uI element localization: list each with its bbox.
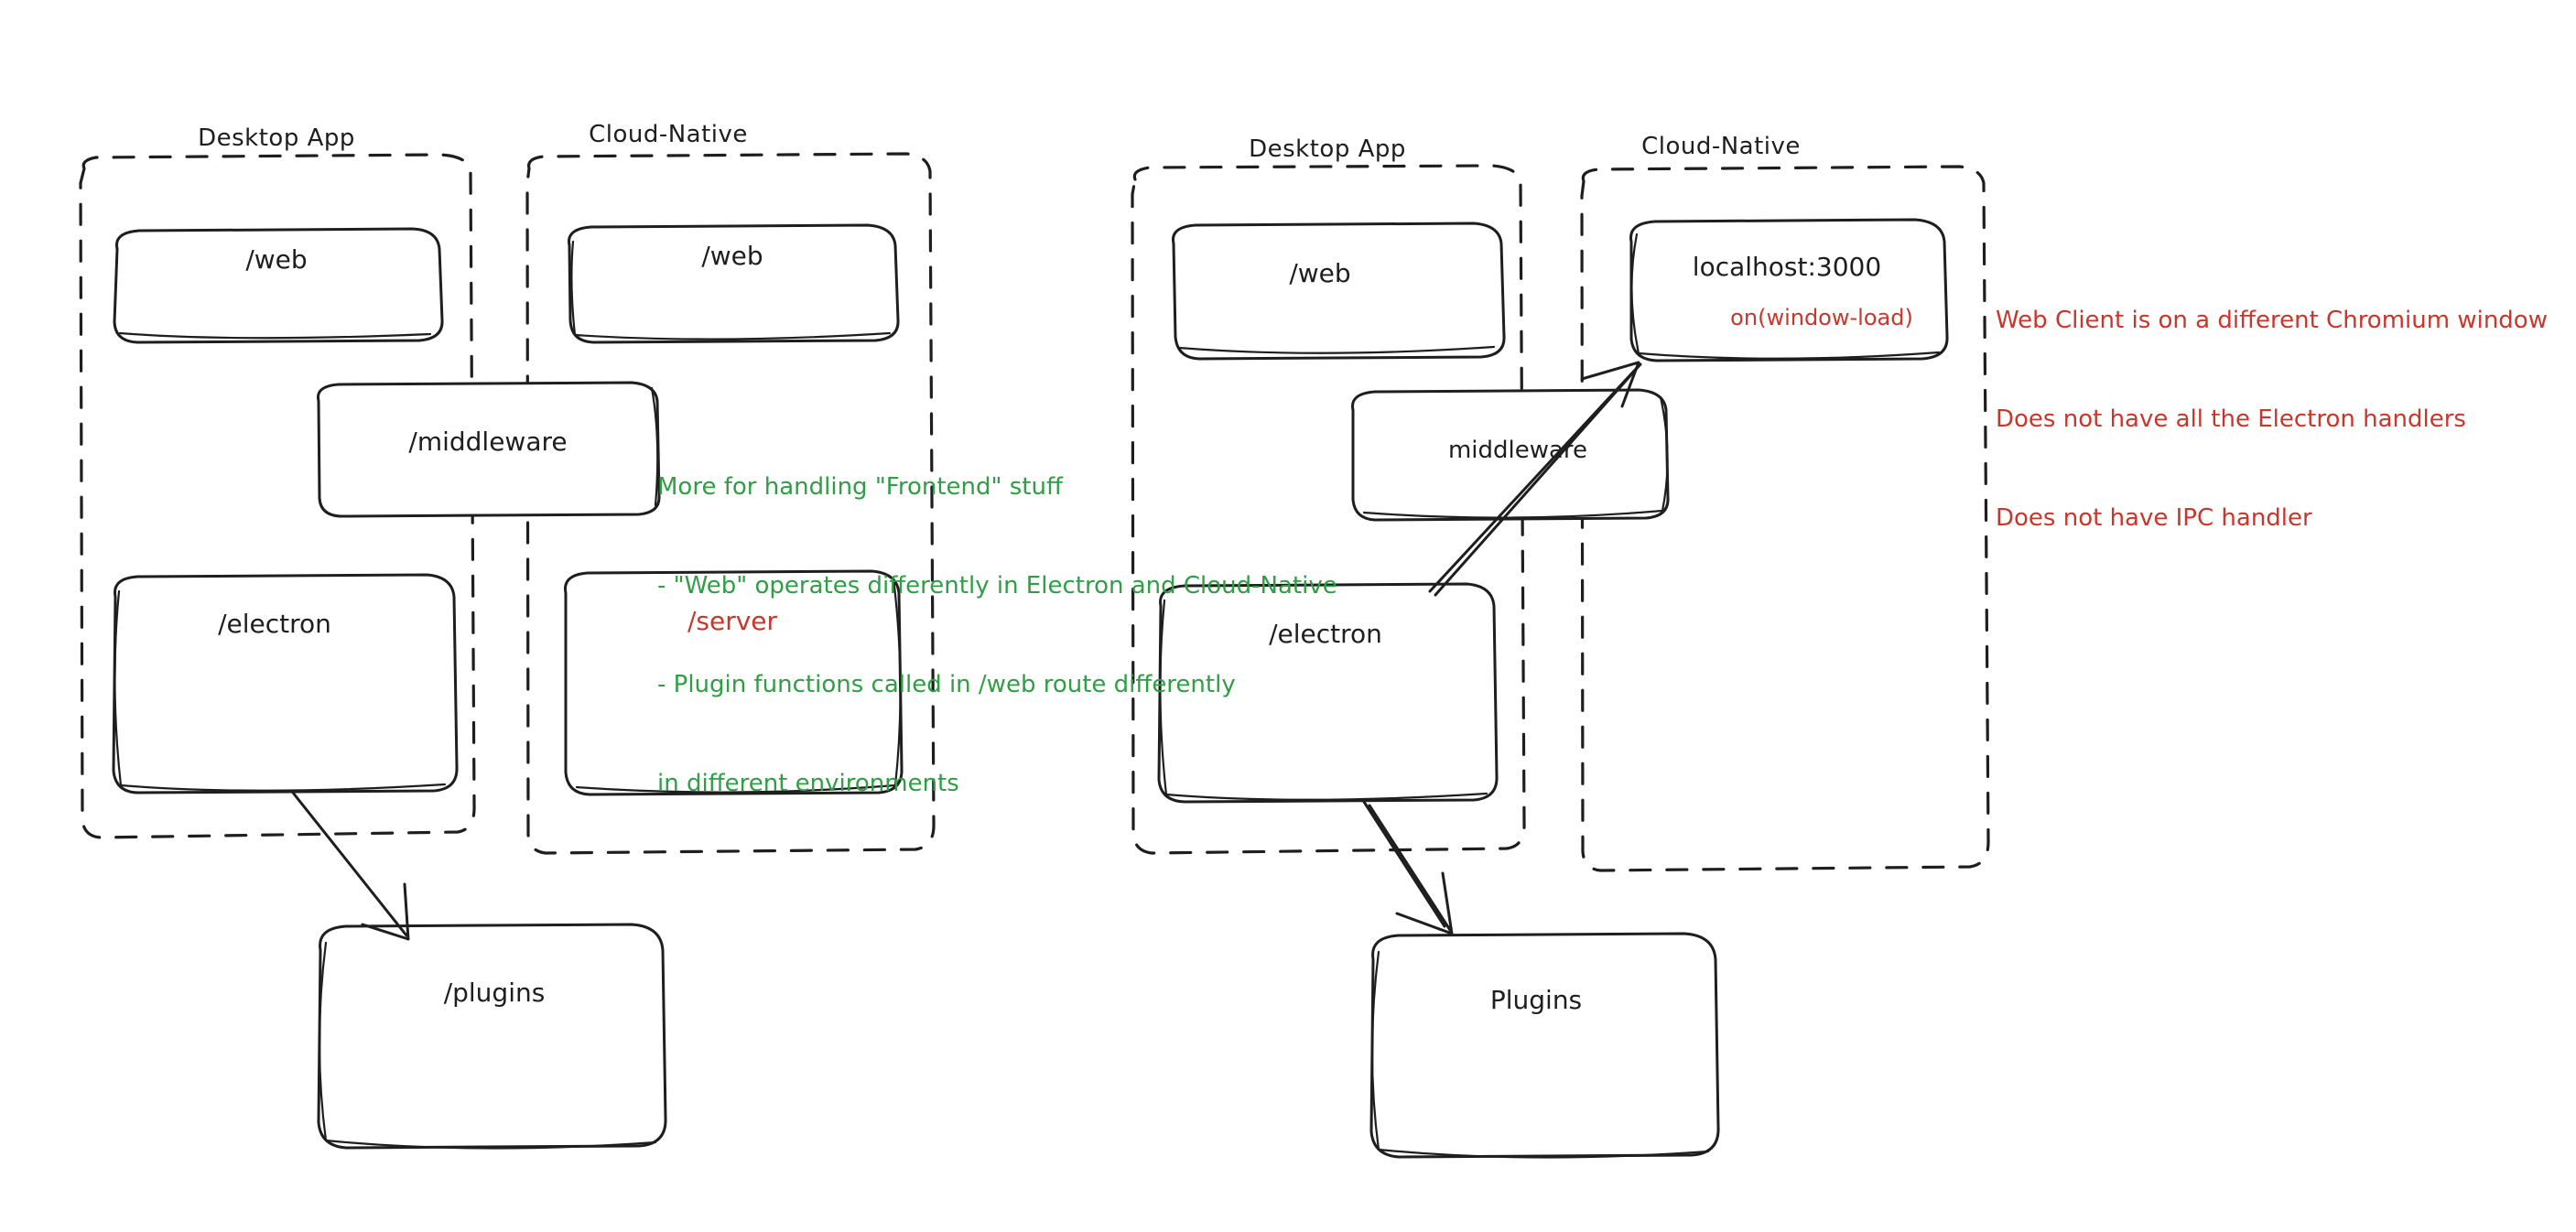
node-left-desktop-web[interactable] bbox=[113, 227, 444, 344]
node-left-middleware[interactable] bbox=[316, 381, 661, 518]
node-left-cloud-web[interactable] bbox=[568, 223, 900, 344]
edge-right-electron-to-localhost bbox=[1428, 361, 1642, 597]
group-right-desktop-app bbox=[1131, 164, 1526, 855]
node-right-localhost[interactable] bbox=[1629, 218, 1949, 362]
node-left-server[interactable] bbox=[564, 569, 904, 796]
group-right-cloud-native bbox=[1580, 165, 1990, 872]
group-left-cloud-native bbox=[525, 152, 936, 855]
node-right-electron[interactable] bbox=[1157, 582, 1499, 804]
node-right-desktop-web[interactable] bbox=[1172, 222, 1506, 361]
group-left-desktop-app bbox=[79, 153, 476, 839]
node-right-plugins[interactable] bbox=[1369, 932, 1720, 1159]
node-left-plugins[interactable] bbox=[317, 923, 667, 1150]
edge-right-electron-to-plugins bbox=[1362, 800, 1454, 935]
node-right-middleware[interactable] bbox=[1351, 388, 1670, 522]
edge-left-electron-to-plugins bbox=[291, 791, 410, 941]
node-left-electron[interactable] bbox=[112, 573, 459, 794]
